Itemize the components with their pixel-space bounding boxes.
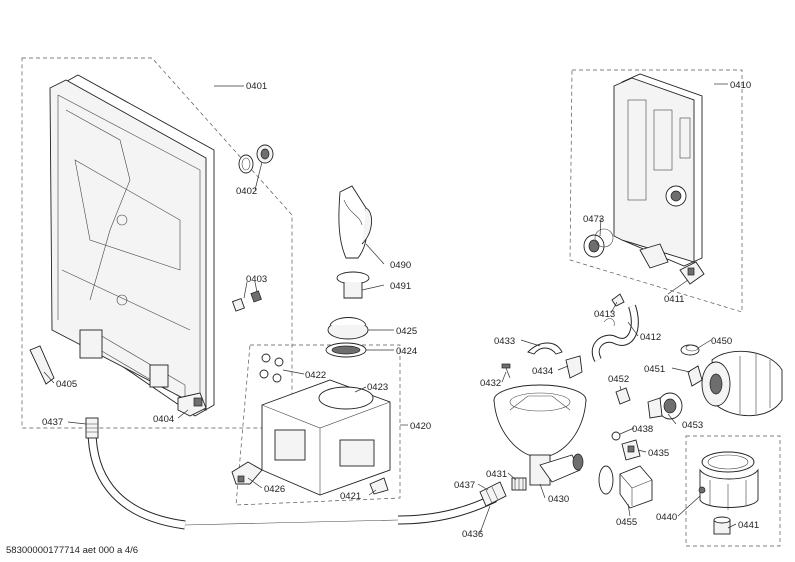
label-0450: 0450 <box>711 336 732 347</box>
label-0440: 0440 <box>656 512 677 523</box>
label-0420: 0420 <box>410 421 431 432</box>
cap-part <box>336 271 370 299</box>
label-0455: 0455 <box>616 517 637 528</box>
label-0421: 0421 <box>340 491 361 502</box>
pump-fitting-part <box>615 387 631 405</box>
group-outline-softener <box>569 69 743 313</box>
label-0423: 0423 <box>367 382 388 393</box>
label-0402: 0402 <box>236 186 257 197</box>
door-panel-part <box>49 74 215 417</box>
label-0434: 0434 <box>532 366 553 377</box>
label-0403: 0403 <box>246 274 267 285</box>
label-0437-right: 0437 <box>454 480 475 491</box>
label-0490: 0490 <box>390 260 411 271</box>
heater-ring-part <box>598 465 614 495</box>
water-softener-part <box>613 73 703 269</box>
heat-pump-part <box>698 451 759 510</box>
small-seal-part <box>611 431 621 441</box>
flap-part <box>565 355 583 379</box>
label-0452: 0452 <box>608 374 629 385</box>
sensor-plug-part <box>231 461 263 485</box>
document-footer: 58300000177714 aet 000 a 4/6 <box>6 545 138 556</box>
label-0412: 0412 <box>640 332 661 343</box>
label-0437-left: 0437 <box>42 417 63 428</box>
label-0436: 0436 <box>462 529 483 540</box>
large-seal-part <box>318 386 374 410</box>
clip-part <box>29 345 55 385</box>
label-0410: 0410 <box>730 80 751 91</box>
softener-valve-part <box>679 261 705 285</box>
label-0422: 0422 <box>305 370 326 381</box>
label-0404: 0404 <box>153 414 174 425</box>
pump-grommet-part <box>687 365 703 387</box>
label-0435: 0435 <box>648 448 669 459</box>
small-hose-part <box>591 304 639 362</box>
pump-sleeve-part <box>647 392 683 420</box>
circulation-pump-part <box>701 350 783 417</box>
small-rings-part <box>259 353 284 383</box>
label-0491: 0491 <box>390 281 411 292</box>
small-valve-part <box>231 290 262 312</box>
label-0413: 0413 <box>594 309 615 320</box>
label-0441: 0441 <box>738 520 759 531</box>
hose-clips-part <box>603 293 625 327</box>
cover-plate-part <box>527 342 563 355</box>
label-0451: 0451 <box>644 364 665 375</box>
seal-rings-part <box>238 144 274 174</box>
leader-lines <box>43 83 737 534</box>
label-0430: 0430 <box>548 494 569 505</box>
label-0424: 0424 <box>396 346 417 357</box>
group-outline-door <box>21 57 293 429</box>
label-0401: 0401 <box>246 81 267 92</box>
hose-connector-part <box>511 477 527 491</box>
float-cover-part <box>327 317 369 340</box>
sealing-ring-part <box>325 342 367 358</box>
drain-hose-part <box>85 417 507 530</box>
label-0433: 0433 <box>494 336 515 347</box>
label-0438: 0438 <box>632 424 653 435</box>
sensor-part <box>621 439 641 461</box>
small-clip-part <box>369 477 389 495</box>
screw-part <box>501 363 511 379</box>
label-0432: 0432 <box>480 378 501 389</box>
label-0405: 0405 <box>56 379 77 390</box>
aqua-sensor-part <box>619 465 653 509</box>
label-0453: 0453 <box>682 420 703 431</box>
label-0425: 0425 <box>396 326 417 337</box>
label-0431: 0431 <box>486 469 507 480</box>
part-labels: 0401 0402 0403 0404 0405 0437 0490 0491 … <box>42 80 759 540</box>
pump-clamp-part <box>680 344 700 356</box>
pump-sump-part <box>493 384 587 486</box>
softener-ring-part <box>583 228 614 258</box>
label-0473: 0473 <box>583 214 604 225</box>
group-outline-pump <box>685 435 781 547</box>
relay-part <box>713 516 731 535</box>
funnel-part <box>338 185 372 259</box>
label-0426: 0426 <box>264 484 285 495</box>
label-0411: 0411 <box>664 294 684 305</box>
door-connector-part <box>177 392 207 417</box>
